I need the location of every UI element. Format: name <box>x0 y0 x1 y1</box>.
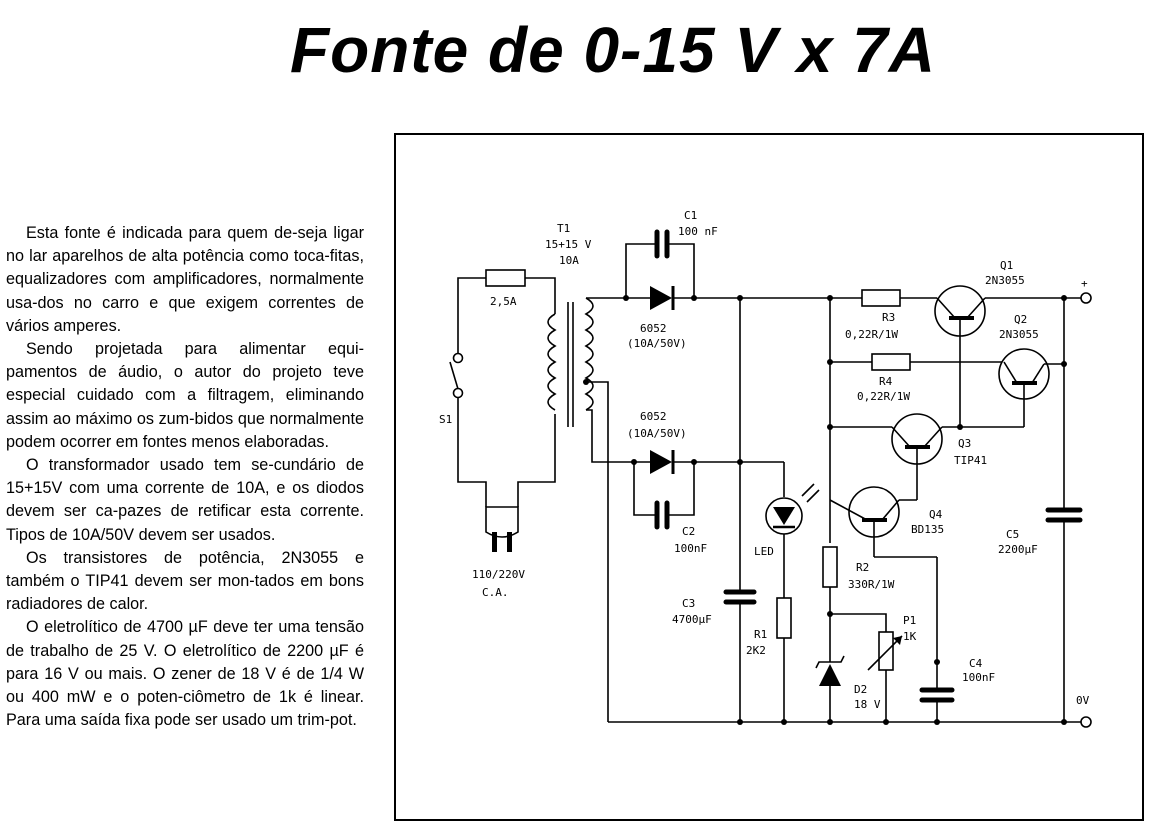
capacitor-c4: C4 100nF <box>919 557 995 722</box>
transistor-q3: Q3 TIP41 <box>830 413 987 500</box>
r4-value: 0,22R/1W <box>857 390 910 403</box>
primary-wiring <box>457 277 556 507</box>
q2-type: 2N3055 <box>999 328 1039 341</box>
c3-value: 4700µF <box>672 613 712 626</box>
q1-name: Q1 <box>1000 259 1013 272</box>
c1-value: 100 nF <box>678 225 718 238</box>
c2-name: C2 <box>682 525 695 538</box>
c3-name: C3 <box>682 597 695 610</box>
led: LED <box>754 462 820 598</box>
diode-top: 6052 (10A/50V) <box>623 286 740 350</box>
plug-label: 110/220V <box>472 568 525 581</box>
plug-label: C.A. <box>482 586 509 599</box>
c1-name: C1 <box>684 209 697 222</box>
r2-value: 330R/1W <box>848 578 895 591</box>
resistor-r3: R3 0,22R/1W <box>845 289 937 341</box>
q2-name: Q2 <box>1014 313 1027 326</box>
transistor-q4: Q4 BD135 <box>829 486 944 558</box>
c4-name: C4 <box>969 657 983 670</box>
r3-name: R3 <box>882 311 895 324</box>
capacitor-c5: C5 2200µF <box>998 298 1083 722</box>
p1-name: P1 <box>903 614 916 627</box>
potentiometer-p1: P1 1K <box>830 613 917 722</box>
diode-bottom-rating: (10A/50V) <box>627 427 687 440</box>
output-plus-label: + <box>1081 277 1088 290</box>
transformer-t1: T1 15+15 V 10A <box>545 222 626 722</box>
article-paragraph: O transformador usado tem se-cundário de… <box>6 456 364 544</box>
t1-current: 10A <box>559 254 579 267</box>
p1-value: 1K <box>903 630 917 643</box>
page-title: Fonte de 0-15 V x 7A <box>290 14 936 86</box>
r4-name: R4 <box>879 375 893 388</box>
transistor-q1: Q1 2N3055 <box>934 259 1084 427</box>
r3-value: 0,22R/1W <box>845 328 898 341</box>
ground-rail <box>608 719 1082 725</box>
switch-s1: S1 <box>439 352 464 426</box>
t1-voltage: 15+15 V <box>545 238 592 251</box>
fuse-value: 2,5A <box>490 295 517 308</box>
q3-name: Q3 <box>958 437 971 450</box>
t1-name: T1 <box>557 222 570 235</box>
q3-type: TIP41 <box>954 454 987 467</box>
article-paragraph: O eletrolítico de 4700 µF deve ter uma t… <box>6 618 364 730</box>
fuse: 2,5A <box>485 269 526 308</box>
d2-value: 18 V <box>854 698 881 711</box>
plug: 110/220V C.A. <box>472 506 525 599</box>
r1-value: 2K2 <box>746 644 766 657</box>
zener-d2: D2 18 V <box>815 655 881 722</box>
diode-top-rating: (10A/50V) <box>627 337 687 350</box>
diode-bottom-name: 6052 <box>640 410 667 423</box>
capacitor-c1: C1 100 nF <box>625 209 718 298</box>
resistor-r2: R2 330R/1W <box>822 546 895 662</box>
article-paragraph: Os transistores de potência, 2N3055 e ta… <box>6 548 364 614</box>
article-text: Esta fonte é indicada para quem de-seja … <box>6 222 364 732</box>
resistor-r1: R1 2K2 <box>746 597 792 722</box>
article-paragraph: Sendo projetada para alimentar equi-pame… <box>6 340 364 451</box>
r1-name: R1 <box>754 628 767 641</box>
schematic-diagram: 2,5A S1 110/220V C.A. T1 15+15 V 10A 605 <box>394 133 1144 821</box>
resistor-r4: R4 0,22R/1W <box>857 353 1004 403</box>
capacitor-c3: C3 4700µF <box>672 295 757 722</box>
c5-name: C5 <box>1006 528 1019 541</box>
capacitor-c2: C2 100nF <box>633 462 707 555</box>
c5-value: 2200µF <box>998 543 1038 556</box>
switch-label: S1 <box>439 413 452 426</box>
d2-name: D2 <box>854 683 867 696</box>
diode-top-name: 6052 <box>640 322 667 335</box>
c2-value: 100nF <box>674 542 707 555</box>
c4-value: 100nF <box>962 671 995 684</box>
output-terminals: + 0V <box>1076 277 1092 728</box>
led-label: LED <box>754 545 774 558</box>
article-paragraph: Esta fonte é indicada para quem de-seja … <box>6 224 364 335</box>
q4-type: BD135 <box>911 523 944 536</box>
q1-type: 2N3055 <box>985 274 1025 287</box>
r2-name: R2 <box>856 561 869 574</box>
schematic-svg: 2,5A S1 110/220V C.A. T1 15+15 V 10A 605 <box>439 209 1092 728</box>
output-zero-label: 0V <box>1076 694 1090 707</box>
q4-name: Q4 <box>929 508 943 521</box>
diode-bottom: 6052 (10A/50V) <box>626 410 784 474</box>
transistor-q2: Q2 2N3055 <box>998 313 1064 427</box>
